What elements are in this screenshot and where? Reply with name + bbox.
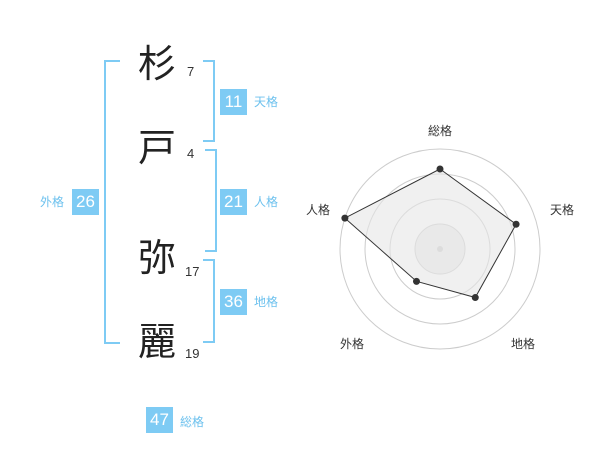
radar-point-5 xyxy=(341,214,349,222)
radar-series-polygon xyxy=(344,168,517,299)
stroke-count-4: 19 xyxy=(185,346,200,361)
soukaku-value-badge: 47 xyxy=(146,407,173,433)
tenkaku-value-badge: 11 xyxy=(220,89,247,115)
stroke-count-2: 4 xyxy=(187,146,195,161)
tenkaku-bracket xyxy=(203,60,215,142)
chikaku-label: 地格 xyxy=(254,295,279,309)
chikaku-bracket xyxy=(203,259,215,343)
radar-point-4 xyxy=(412,277,420,285)
soukaku-label: 総格 xyxy=(180,415,205,429)
gaikaku-value-badge: 26 xyxy=(72,189,99,215)
name-char-4: 麗 xyxy=(137,320,176,364)
name-char-2: 戸 xyxy=(137,126,176,170)
name-char-3: 弥 xyxy=(137,236,176,280)
radar-axis-label-jinkaku: 人格 xyxy=(306,203,331,217)
jinkaku-bracket xyxy=(205,149,217,252)
radar-axis-label-gaikaku: 外格 xyxy=(340,337,365,351)
radar-point-3 xyxy=(471,294,479,302)
tenkaku-label: 天格 xyxy=(254,95,279,109)
radar-point-2 xyxy=(512,220,520,228)
gaikaku-bracket xyxy=(104,60,120,344)
radar-axis-label-soukaku: 総格 xyxy=(428,124,453,138)
chikaku-value-badge: 36 xyxy=(220,289,247,315)
jinkaku-label: 人格 xyxy=(254,195,279,209)
radar-axis-label-chikaku: 地格 xyxy=(511,337,536,351)
jinkaku-value-badge: 21 xyxy=(220,189,247,215)
stroke-count-3: 17 xyxy=(185,264,200,279)
radar-point-1 xyxy=(436,165,444,173)
gaikaku-label: 外格 xyxy=(40,195,65,209)
name-char-1: 杉 xyxy=(137,42,176,86)
radar-ring-4 xyxy=(339,148,541,350)
radar-axis-label-tenkaku: 天格 xyxy=(550,203,575,217)
stroke-count-1: 7 xyxy=(187,64,195,79)
